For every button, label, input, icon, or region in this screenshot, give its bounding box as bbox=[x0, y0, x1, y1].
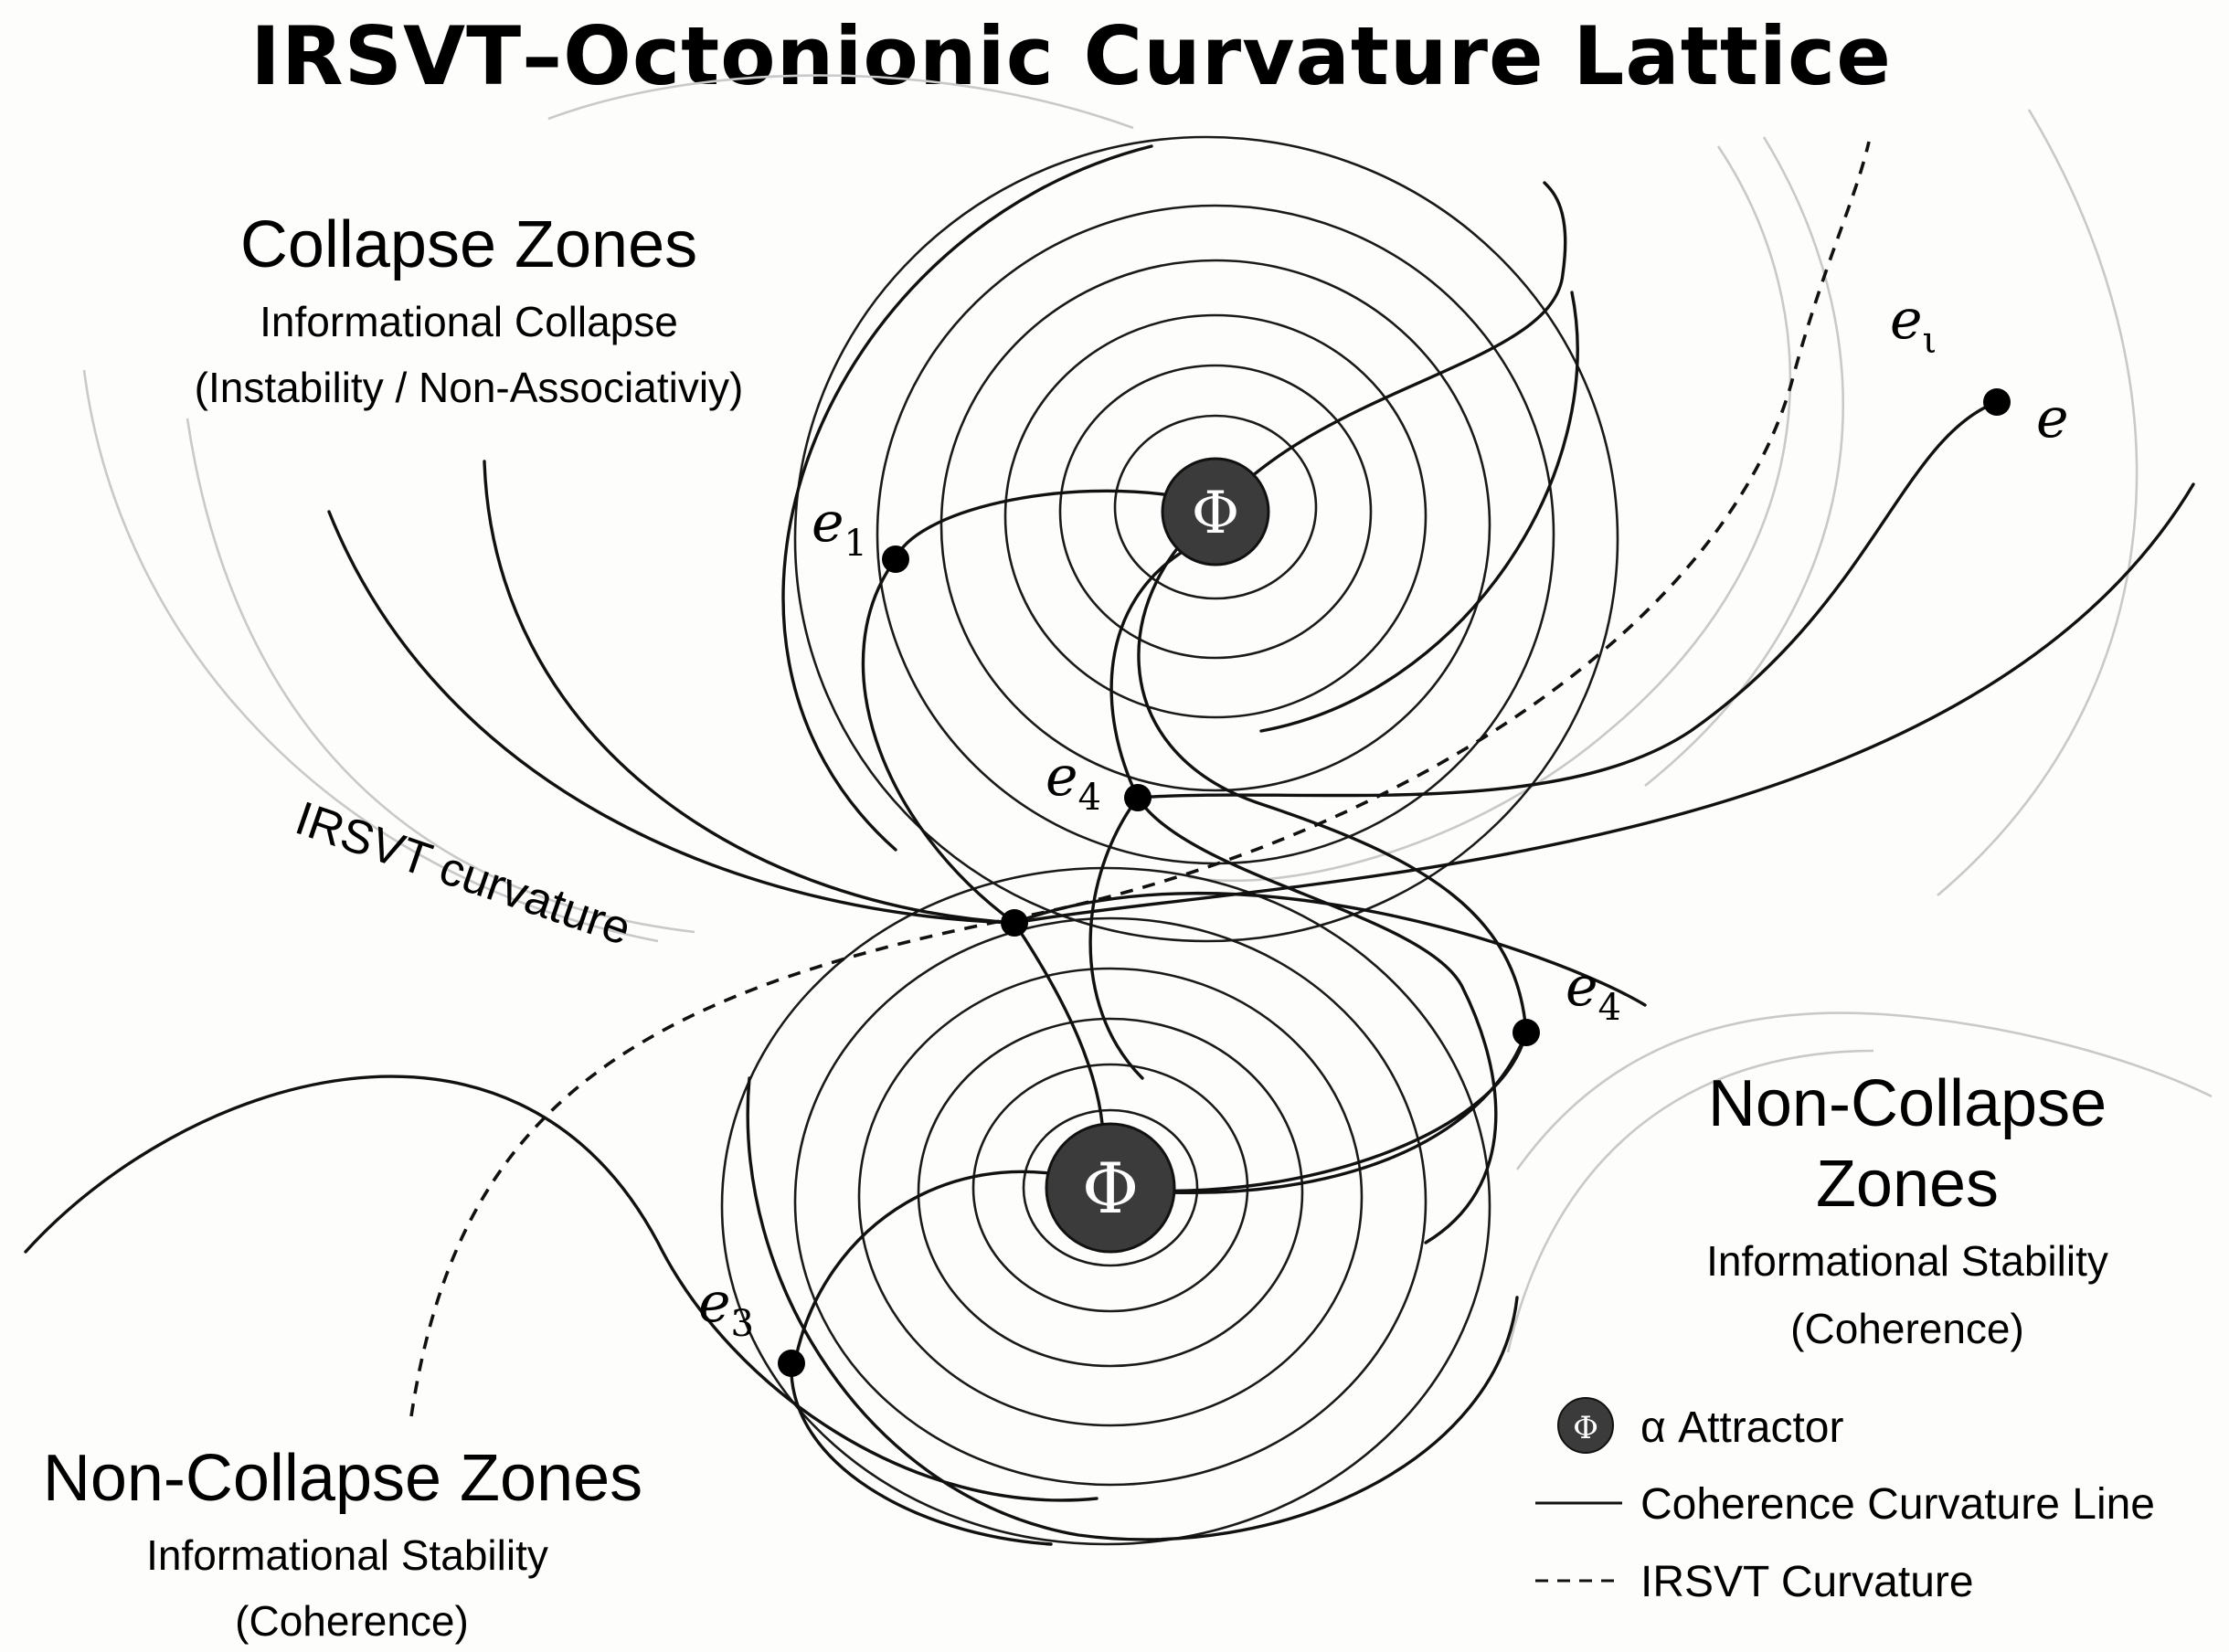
non-collapse-left-subtitle: Informational Stability bbox=[146, 1531, 548, 1579]
non-collapse-right-subtitle: Informational Stability bbox=[1706, 1237, 2108, 1285]
label-e-iota: eι bbox=[1890, 288, 1937, 362]
label-e4-upper: e4 bbox=[1046, 745, 1101, 819]
label-e: e bbox=[2036, 387, 2069, 450]
non-collapse-right-title-2: Zones bbox=[1816, 1148, 1999, 1221]
label-e1: e1 bbox=[812, 491, 867, 565]
node-e bbox=[1983, 388, 2011, 416]
background-field-lines bbox=[82, 74, 2213, 1353]
collapse-zones-detail: (Instability / Non-Associativiy) bbox=[195, 364, 744, 411]
node-e4-upper bbox=[1124, 784, 1152, 811]
non-collapse-right-text: Non-Collapse Zones Informational Stabili… bbox=[1706, 1067, 2108, 1352]
irsvt-curvature-dashed bbox=[409, 141, 1871, 1417]
node-center bbox=[1001, 909, 1028, 937]
legend-coherence-label: Coherence Curvature Line bbox=[1640, 1480, 2155, 1529]
legend-attractor-icon bbox=[1557, 1397, 1614, 1454]
coherence-lines bbox=[24, 400, 2195, 1546]
non-collapse-left-text: Non-Collapse Zones Informational Stabili… bbox=[43, 1442, 642, 1645]
legend-phi-symbol: Φ bbox=[1573, 1410, 1598, 1446]
collapse-zones-title: Collapse Zones bbox=[240, 208, 697, 281]
irsvt-curvature-label: IRSVT curvature bbox=[289, 792, 637, 957]
non-collapse-right-title-1: Non-Collapse bbox=[1708, 1067, 2107, 1140]
node-e3 bbox=[778, 1350, 805, 1377]
lower-spiral bbox=[720, 866, 1528, 1546]
phi-symbol-top: Φ bbox=[1192, 480, 1239, 547]
legend: Φ α Attractor Coherence Curvature Line I… bbox=[1535, 1397, 2155, 1606]
collapse-zones-subtitle: Informational Collapse bbox=[260, 298, 678, 345]
attractor-top: Φ bbox=[1161, 457, 1270, 567]
non-collapse-left-detail: (Coherence) bbox=[235, 1597, 469, 1645]
label-e3: e3 bbox=[698, 1271, 754, 1345]
node-e4-right bbox=[1513, 1019, 1540, 1046]
collapse-zones-text: Collapse Zones Informational Collapse (I… bbox=[195, 208, 744, 411]
nodes bbox=[778, 388, 2011, 1377]
legend-attractor-label: α Attractor bbox=[1640, 1403, 1843, 1452]
diagram-title: IRSVT–Octonionic Curvature Lattice bbox=[250, 9, 1892, 103]
phi-symbol-bottom: Φ bbox=[1082, 1148, 1139, 1229]
upper-spiral bbox=[781, 135, 1619, 1034]
label-e4-right: e4 bbox=[1566, 955, 1621, 1029]
legend-irsvt-label: IRSVT Curvature bbox=[1640, 1558, 1974, 1606]
node-e1 bbox=[882, 545, 909, 573]
attractor-bottom: Φ bbox=[1045, 1122, 1176, 1254]
non-collapse-right-detail: (Coherence) bbox=[1790, 1305, 2024, 1352]
non-collapse-left-title: Non-Collapse Zones bbox=[43, 1442, 642, 1515]
